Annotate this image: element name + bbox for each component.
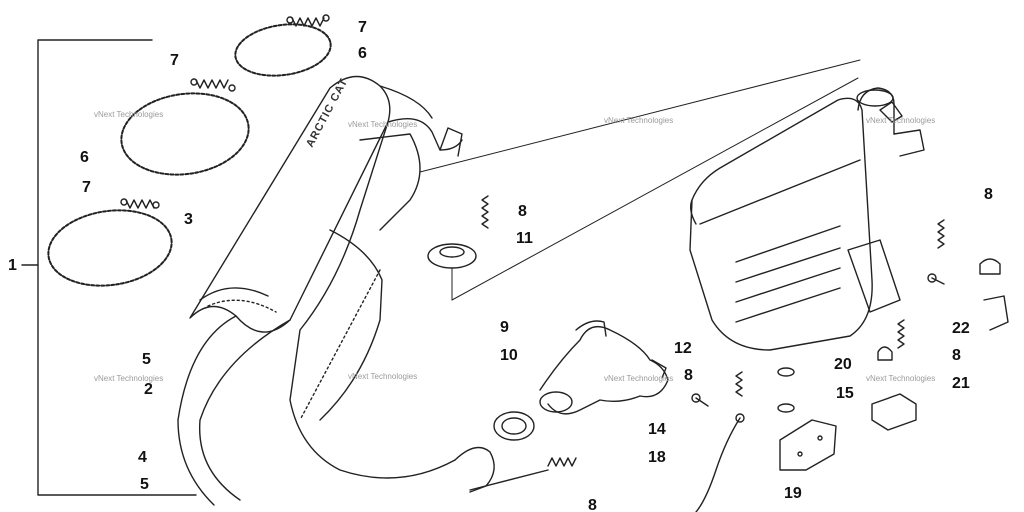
callout-8: 8	[984, 186, 993, 203]
assembly-bracket	[21, 39, 197, 496]
bolt-22	[927, 273, 945, 285]
spring-7-lower	[120, 198, 160, 209]
muffler	[689, 87, 925, 351]
spring-8-right-lower	[897, 319, 905, 349]
gasket-11	[427, 243, 477, 269]
watermark: vNext Technologies	[866, 374, 936, 383]
callout-18: 18	[648, 449, 666, 466]
callout-21: 21	[952, 375, 970, 392]
watermark: vNext Technologies	[348, 372, 418, 381]
watermark: vNext Technologies	[94, 374, 164, 383]
bracket-21	[871, 393, 917, 431]
callout-5: 5	[140, 476, 149, 493]
callout-7: 7	[170, 52, 179, 69]
grommet-15	[877, 346, 893, 361]
spring-8-right-upper	[937, 219, 945, 249]
spring-8-upper	[481, 195, 489, 229]
callout-6: 6	[80, 149, 89, 166]
callout-22: 22	[952, 320, 970, 337]
callout-8: 8	[518, 203, 527, 220]
watermark: vNext Technologies	[604, 116, 674, 125]
callout-1: 1	[8, 257, 17, 274]
watermark: vNext Technologies	[94, 110, 164, 119]
callout-6: 6	[358, 45, 367, 62]
chain-clamp-lower	[47, 209, 173, 287]
spring-8-bottom	[469, 457, 577, 491]
chain-clamp-upper	[234, 23, 332, 77]
washer-20	[777, 367, 795, 413]
callout-7: 7	[82, 179, 91, 196]
bracket-19	[779, 419, 837, 471]
callout-11: 11	[516, 230, 533, 247]
watermark: vNext Technologies	[866, 116, 936, 125]
callout-12: 12	[674, 340, 692, 357]
callout-3: 3	[184, 211, 193, 228]
callout-7: 7	[358, 19, 367, 36]
svg-text:ARCTIC CAT: ARCTIC CAT	[304, 76, 350, 149]
bolt-14	[691, 393, 709, 407]
cable-18	[695, 413, 745, 512]
callout-8: 8	[952, 347, 961, 364]
flange-y-pipe	[539, 320, 669, 415]
callout-2: 2	[144, 381, 153, 398]
spring-7-middle	[190, 78, 236, 92]
expansion-chamber: ARCTIC CAT	[177, 75, 495, 506]
callout-19: 19	[784, 485, 802, 502]
spring-7-top	[286, 14, 330, 27]
callout-15: 15	[836, 385, 854, 402]
callout-14: 14	[648, 421, 666, 438]
callout-8: 8	[588, 497, 597, 512]
callout-9: 9	[500, 319, 509, 336]
grommet-right	[979, 258, 1009, 331]
callout-8: 8	[684, 367, 693, 384]
callout-5: 5	[142, 351, 151, 368]
gasket-10	[493, 411, 535, 441]
callout-20: 20	[834, 356, 852, 373]
watermark: vNext Technologies	[348, 120, 418, 129]
spring-8-mid	[735, 371, 743, 397]
watermark: vNext Technologies	[604, 374, 674, 383]
alignment-lines	[419, 59, 861, 301]
chain-clamp-middle	[120, 92, 250, 176]
callout-4: 4	[138, 449, 147, 466]
callout-10: 10	[500, 347, 518, 364]
